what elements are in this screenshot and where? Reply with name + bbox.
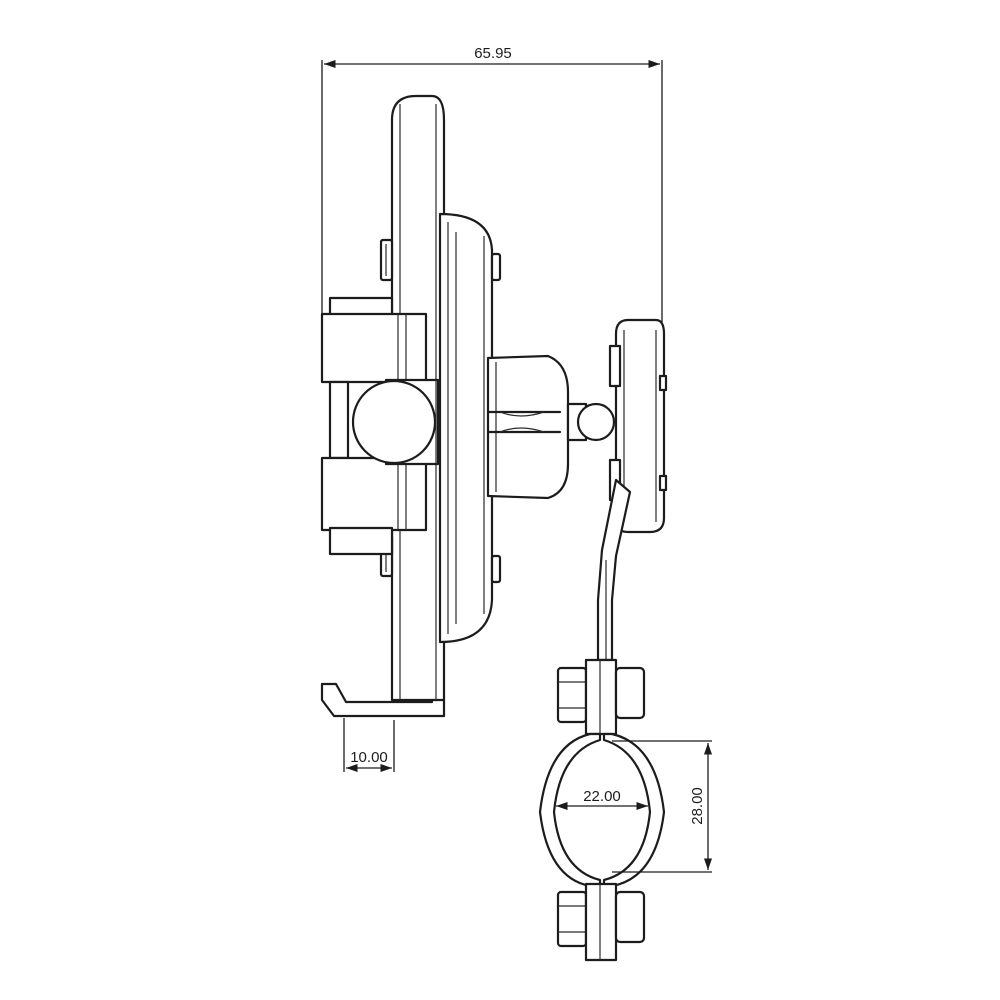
lower-bolt [556,882,646,962]
ball-knob [351,378,440,466]
hook-width-label: 10.00 [350,749,388,766]
upper-bolt [556,658,646,736]
pipe-clamp [538,732,666,888]
mount-disc [438,212,502,644]
overall-width-dimension: 65.95 [321,45,663,322]
hook-width-dimension: 10.00 [343,718,395,773]
swivel-hub [486,354,616,500]
clamp-height-dimension: 28.00 [612,740,713,873]
clamp-inner-width-dimension: 22.00 [556,788,648,811]
overall-width-label: 65.95 [474,45,512,62]
clamp-height-label: 28.00 [689,787,706,825]
clamp-inner-width-label: 22.00 [583,788,621,805]
arm-strap [596,478,632,662]
